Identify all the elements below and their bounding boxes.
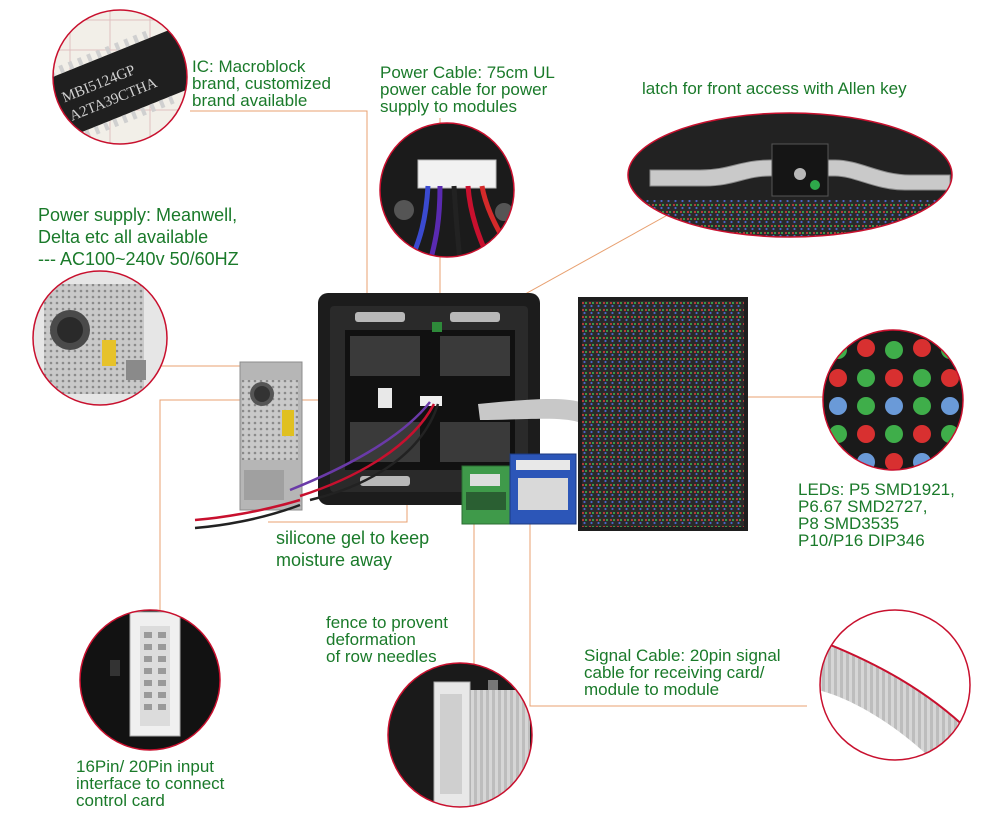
label-leds: LEDs: P5 SMD1921, P6.67 SMD2727, P8 SMD3… <box>798 480 955 550</box>
label-silicone: silicone gel to keep moisture away <box>276 528 430 570</box>
power-cables <box>194 401 440 530</box>
detail-circle-power-cable <box>379 122 515 258</box>
label-signal-cable: Signal Cable: 20pin signal cable for rec… <box>584 646 781 699</box>
detail-circle-leds <box>822 329 964 471</box>
label-input-interface: 16Pin/ 20Pin input interface to connect … <box>76 757 225 810</box>
detail-circle-ic: MBI5124GP A2TA39CTHA <box>52 9 188 145</box>
receiving-card-blue <box>509 453 577 525</box>
module-front-panel <box>578 297 748 531</box>
detail-circle-power-supply <box>32 270 168 406</box>
detail-circle-input-pins <box>79 609 221 751</box>
detail-circle-latch <box>627 112 953 238</box>
power-supply-unit <box>239 361 303 511</box>
leader-line-input <box>159 399 383 612</box>
label-latch: latch for front access with Allen key <box>642 79 907 98</box>
detail-circle-fence <box>387 662 533 808</box>
label-power-cable: Power Cable: 75cm UL power cable for pow… <box>380 63 555 116</box>
label-ic: IC: Macroblock brand, customized brand a… <box>192 57 331 110</box>
label-fence: fence to provent deformation of row need… <box>326 613 448 666</box>
label-power-supply: Power supply: Meanwell, Delta etc all av… <box>38 205 239 269</box>
receiving-card-green <box>461 465 515 525</box>
leader-line-signal <box>529 462 807 707</box>
detail-circle-signal-cable <box>819 609 971 761</box>
ribbon-cable <box>478 398 580 422</box>
